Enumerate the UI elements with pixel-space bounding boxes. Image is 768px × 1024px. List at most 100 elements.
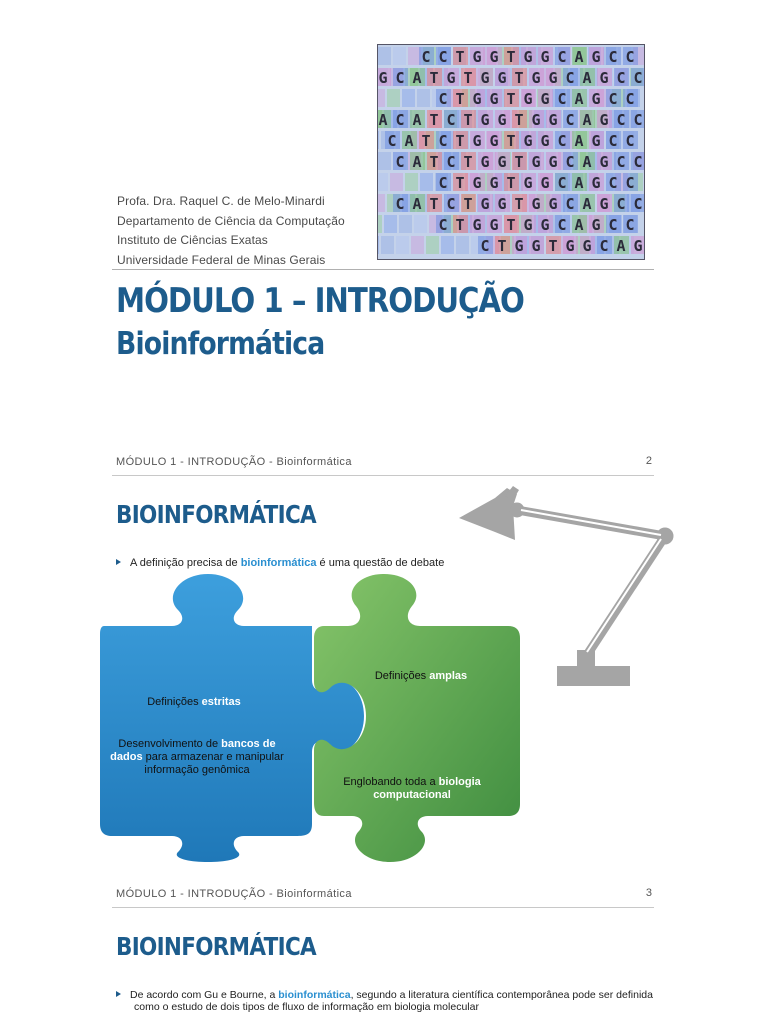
dna-base-letter: G: [472, 48, 481, 66]
dna-base-letter: C: [438, 216, 447, 234]
dna-base-letter: G: [548, 111, 557, 129]
dna-base-letter: T: [429, 111, 438, 129]
green-heading-bold: amplas: [429, 670, 468, 682]
dna-base-letter: C: [616, 153, 625, 171]
dna-base-letter: G: [489, 174, 498, 192]
dna-base-letter: G: [523, 174, 532, 192]
dna-base-letter: G: [497, 111, 506, 129]
dna-base-letter: G: [531, 111, 540, 129]
dna-base-letter: T: [463, 153, 472, 171]
dna-base-letter: C: [625, 90, 634, 108]
dna-base-letter: G: [489, 216, 498, 234]
dna-base-letter: C: [625, 48, 634, 66]
dna-base-letter: T: [506, 174, 515, 192]
bullet-text-end: é uma questão de debate: [316, 557, 445, 569]
dna-base-letter: G: [523, 90, 532, 108]
dna-base-letter: T: [506, 216, 515, 234]
dna-base-letter: C: [387, 132, 396, 150]
dna-base-letter: G: [591, 90, 600, 108]
blue-piece-heading: Definições estritas: [104, 696, 284, 709]
dna-base-letter: T: [506, 90, 515, 108]
dna-base-letter: C: [421, 48, 430, 66]
dna-base-letter: C: [599, 237, 608, 255]
dna-base-letter: T: [455, 174, 464, 192]
dna-base-letter: T: [514, 111, 523, 129]
bullet-triangle-icon: [116, 991, 121, 997]
dna-base-letter: A: [574, 90, 583, 108]
dna-base-letter: T: [455, 132, 464, 150]
desk-lamp-icon: [459, 486, 674, 686]
page-number: 2: [645, 455, 652, 467]
dna-base-letter: C: [446, 153, 455, 171]
dna-base-letter: T: [455, 216, 464, 234]
dna-base-letter: C: [557, 48, 566, 66]
bullet-text-start: De acordo com Gu e Bourne, a: [130, 989, 279, 1001]
dna-base-letter: A: [574, 48, 583, 66]
dna-base-letter: C: [446, 111, 455, 129]
dna-base-letter: G: [480, 69, 489, 87]
dna-base-letter: C: [565, 195, 574, 213]
dna-base-letter: G: [540, 132, 549, 150]
bullet-text-start: A definição precisa de: [130, 557, 241, 569]
author-name: Profa. Dra. Raquel C. de Melo-Minardi: [117, 194, 325, 208]
dna-base-letter: A: [412, 111, 421, 129]
dna-base-letter: C: [633, 111, 642, 129]
dna-base-letter: G: [497, 153, 506, 171]
module-title: MÓDULO 1 – INTRODUÇÃO: [116, 281, 525, 321]
dna-base-letter: C: [633, 153, 642, 171]
dna-base-letter: G: [489, 48, 498, 66]
dna-base-letter: G: [523, 216, 532, 234]
dna-base-letter: G: [591, 174, 600, 192]
dna-base-letter: A: [582, 153, 591, 171]
puzzle-graphic: [100, 574, 520, 862]
dna-base-letter: T: [514, 153, 523, 171]
page-number: 3: [645, 887, 652, 899]
green-desc-bold: biologia computacional: [373, 776, 481, 801]
bullet-highlight: bioinformática: [240, 557, 317, 569]
dna-base-letter: A: [412, 69, 421, 87]
bullet-text-end: , segundo a literatura científica contem…: [134, 989, 653, 1013]
slide-title: BIOINFORMÁTICA: [116, 932, 317, 961]
module-subtitle: Bioinformática: [116, 326, 325, 362]
dna-base-letter: C: [608, 48, 617, 66]
dna-base-letter: T: [463, 111, 472, 129]
dna-base-letter: C: [438, 48, 447, 66]
dna-base-letter: G: [472, 174, 481, 192]
dna-base-letter: C: [557, 90, 566, 108]
dna-base-letter: C: [625, 174, 634, 192]
slide-2: MÓDULO 1 - INTRODUÇÃO - Bioinformática 2…: [0, 430, 768, 862]
dna-base-letter: C: [608, 132, 617, 150]
title-divider: [112, 269, 654, 270]
dna-base-letter: G: [489, 132, 498, 150]
dna-base-letter: A: [582, 111, 591, 129]
bullet-triangle-icon: [116, 559, 121, 565]
dna-base-letter: T: [514, 195, 523, 213]
blue-desc-plain-b: para armazenar e manipular informação ge…: [142, 751, 284, 776]
dna-base-letter: C: [565, 153, 574, 171]
dna-base-letter: G: [599, 195, 608, 213]
dna-base-letter: T: [455, 48, 464, 66]
dna-base-letter: C: [557, 216, 566, 234]
dna-base-letter: G: [497, 195, 506, 213]
dna-base-letter: T: [429, 153, 438, 171]
green-piece-heading: Definições amplas: [326, 670, 516, 683]
dna-base-letter: T: [455, 90, 464, 108]
blue-desc-bold: bancos de dados: [110, 738, 276, 763]
dna-base-letter: C: [608, 174, 617, 192]
dna-base-letter: G: [523, 48, 532, 66]
header-divider: [112, 907, 654, 908]
dna-base-letter: T: [429, 195, 438, 213]
dna-base-letter: A: [582, 195, 591, 213]
dna-base-letter: C: [565, 69, 574, 87]
dna-base-letter: T: [506, 132, 515, 150]
dna-base-letter: G: [540, 216, 549, 234]
dna-base-letter: C: [633, 195, 642, 213]
dna-base-letter: G: [633, 237, 642, 255]
dna-base-letter: G: [599, 69, 608, 87]
dna-base-letter: C: [565, 111, 574, 129]
slide-header: MÓDULO 1 - INTRODUÇÃO - Bioinformática: [116, 456, 352, 468]
dna-base-letter: C: [608, 90, 617, 108]
